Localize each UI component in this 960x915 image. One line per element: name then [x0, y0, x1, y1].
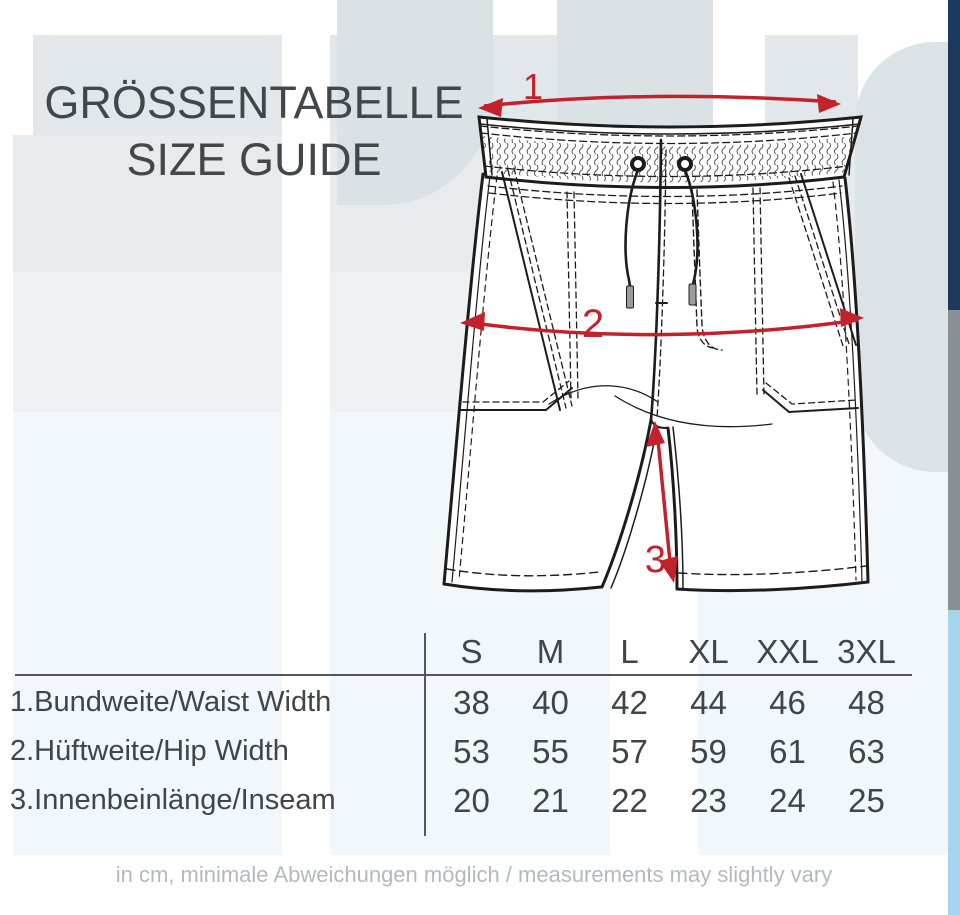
hip-value-l: 57 [611, 732, 648, 770]
bg-white-strip [282, 35, 330, 855]
right-pocket-bottom [762, 389, 859, 414]
measurement-arrows: 1 2 3 [460, 66, 864, 583]
arrow-1-line [483, 94, 837, 108]
measure-label-3: 3 [645, 539, 666, 581]
edge-bar-navy [948, 0, 960, 310]
measure-label-1: 1 [523, 66, 543, 107]
arrow-3-head-bottom [659, 556, 678, 583]
fly-center-dashed [656, 149, 667, 419]
left-pocket-side-stitch [566, 191, 572, 399]
inseam-value-3xl: 25 [848, 781, 885, 819]
row-label-inseam: 3.Innenbeinlänge/Inseam [10, 784, 336, 816]
edge-bar-grey [948, 310, 960, 610]
footer-note: in cm, minimale Abweichungen möglich / m… [115, 862, 833, 887]
right-inner-leg-double [672, 426, 684, 589]
right-pocket-side-stitch2 [759, 187, 765, 397]
size-col-s: S [460, 633, 483, 670]
table-column-divider [424, 633, 426, 836]
hip-value-3xl: 63 [848, 732, 885, 770]
left-aglet [626, 285, 634, 309]
inseam-value-xxl: 24 [769, 781, 806, 819]
size-col-l: L [620, 633, 639, 670]
edge-bar-blue [948, 610, 960, 915]
row-label-hip: 2.Hüftweite/Hip Width [10, 735, 289, 767]
waist-value-s: 38 [453, 683, 490, 721]
fly-center-line [649, 138, 663, 422]
right-drawstring [683, 168, 699, 286]
left-hem [442, 582, 603, 593]
left-pocket-side-stitch2 [573, 191, 579, 399]
left-outer-seam [442, 172, 485, 586]
size-col-m: M [536, 633, 565, 670]
size-col-xl: XL [688, 633, 729, 670]
page-title-en: SIZE GUIDE [126, 134, 382, 185]
right-pocket-bottom-stitch [765, 382, 857, 405]
hip-value-m: 55 [532, 732, 569, 770]
right-hem-stitch [678, 565, 867, 576]
left-outer-seam-inner [451, 175, 491, 583]
hip-value-xxl: 61 [769, 732, 806, 770]
right-outer-seam-stitch [832, 181, 857, 581]
measure-label-2: 2 [582, 302, 604, 346]
table-header-underline [15, 674, 912, 676]
size-table-header: S M L XL XXL 3XL [0, 630, 948, 674]
right-inner-leg [666, 426, 679, 591]
inseam-value-l: 22 [611, 781, 648, 819]
size-col-xxl: XXL [756, 633, 819, 670]
page-title-de: GRÖSSENTABELLE [44, 77, 464, 128]
left-pocket-opening-stitch [507, 169, 567, 409]
table-row-waist: 1.Bundweite/Waist Width 38 40 42 44 46 4… [0, 678, 948, 727]
arrow-1-head-left [478, 98, 503, 117]
arrow-1-head-right [817, 94, 841, 113]
right-outer-seam [843, 176, 870, 584]
thread-flourish-left [548, 385, 659, 405]
hip-value-xl: 59 [690, 732, 727, 770]
inseam-value-xl: 23 [690, 781, 727, 819]
watermark-letter-shape [855, 42, 948, 472]
fly-j-stitch [696, 189, 723, 351]
left-pocket-opening [501, 171, 561, 411]
waist-value-m: 40 [532, 683, 569, 721]
inseam-value-s: 20 [453, 781, 490, 819]
thread-flourish-right [614, 395, 773, 428]
waistband-top-double-line [479, 123, 861, 135]
table-row-hip: 2.Hüftweite/Hip Width 53 55 57 59 61 63 [0, 727, 948, 776]
waist-value-l: 42 [611, 683, 648, 721]
arrow-3-line [655, 429, 673, 573]
waistband-left-edge [486, 118, 493, 176]
waistband-texture [482, 136, 856, 183]
right-aglet [688, 283, 697, 306]
size-col-3xl: 3XL [837, 633, 896, 670]
left-hem-stitch [446, 568, 600, 577]
right-pocket-side-stitch [752, 187, 758, 397]
left-inner-leg [600, 418, 653, 589]
waist-value-3xl: 48 [848, 683, 885, 721]
hip-value-s: 53 [453, 732, 490, 770]
right-hem [675, 580, 870, 593]
waist-value-xl: 44 [690, 683, 727, 721]
arrow-2-head-right [840, 308, 864, 327]
waist-value-xxl: 46 [769, 683, 806, 721]
waistband-right-edge [848, 118, 854, 176]
left-pocket-opening-stitch2 [513, 167, 573, 407]
left-grommet [630, 156, 646, 172]
crotch-curve [650, 419, 669, 429]
right-pocket-opening-stitch2 [788, 177, 845, 350]
row-label-waist: 1.Bundweite/Waist Width [10, 686, 332, 718]
arrow-3-head-top [646, 421, 665, 447]
right-grommet [677, 156, 693, 172]
arrow-2-head-left [460, 312, 485, 331]
arrow-2-line [465, 318, 859, 337]
table-row-inseam: 3.Innenbeinlänge/Inseam 20 21 22 23 24 2… [0, 776, 948, 825]
left-outer-seam-stitch [458, 175, 498, 581]
fly-j-stitch-double [691, 189, 714, 349]
left-pocket-bottom-stitch [462, 380, 570, 403]
inseam-value-m: 21 [532, 781, 569, 819]
page-title: GRÖSSENTABELLE SIZE GUIDE [38, 74, 470, 188]
left-drawstring [624, 168, 640, 288]
right-outer-seam-inner [838, 179, 863, 583]
